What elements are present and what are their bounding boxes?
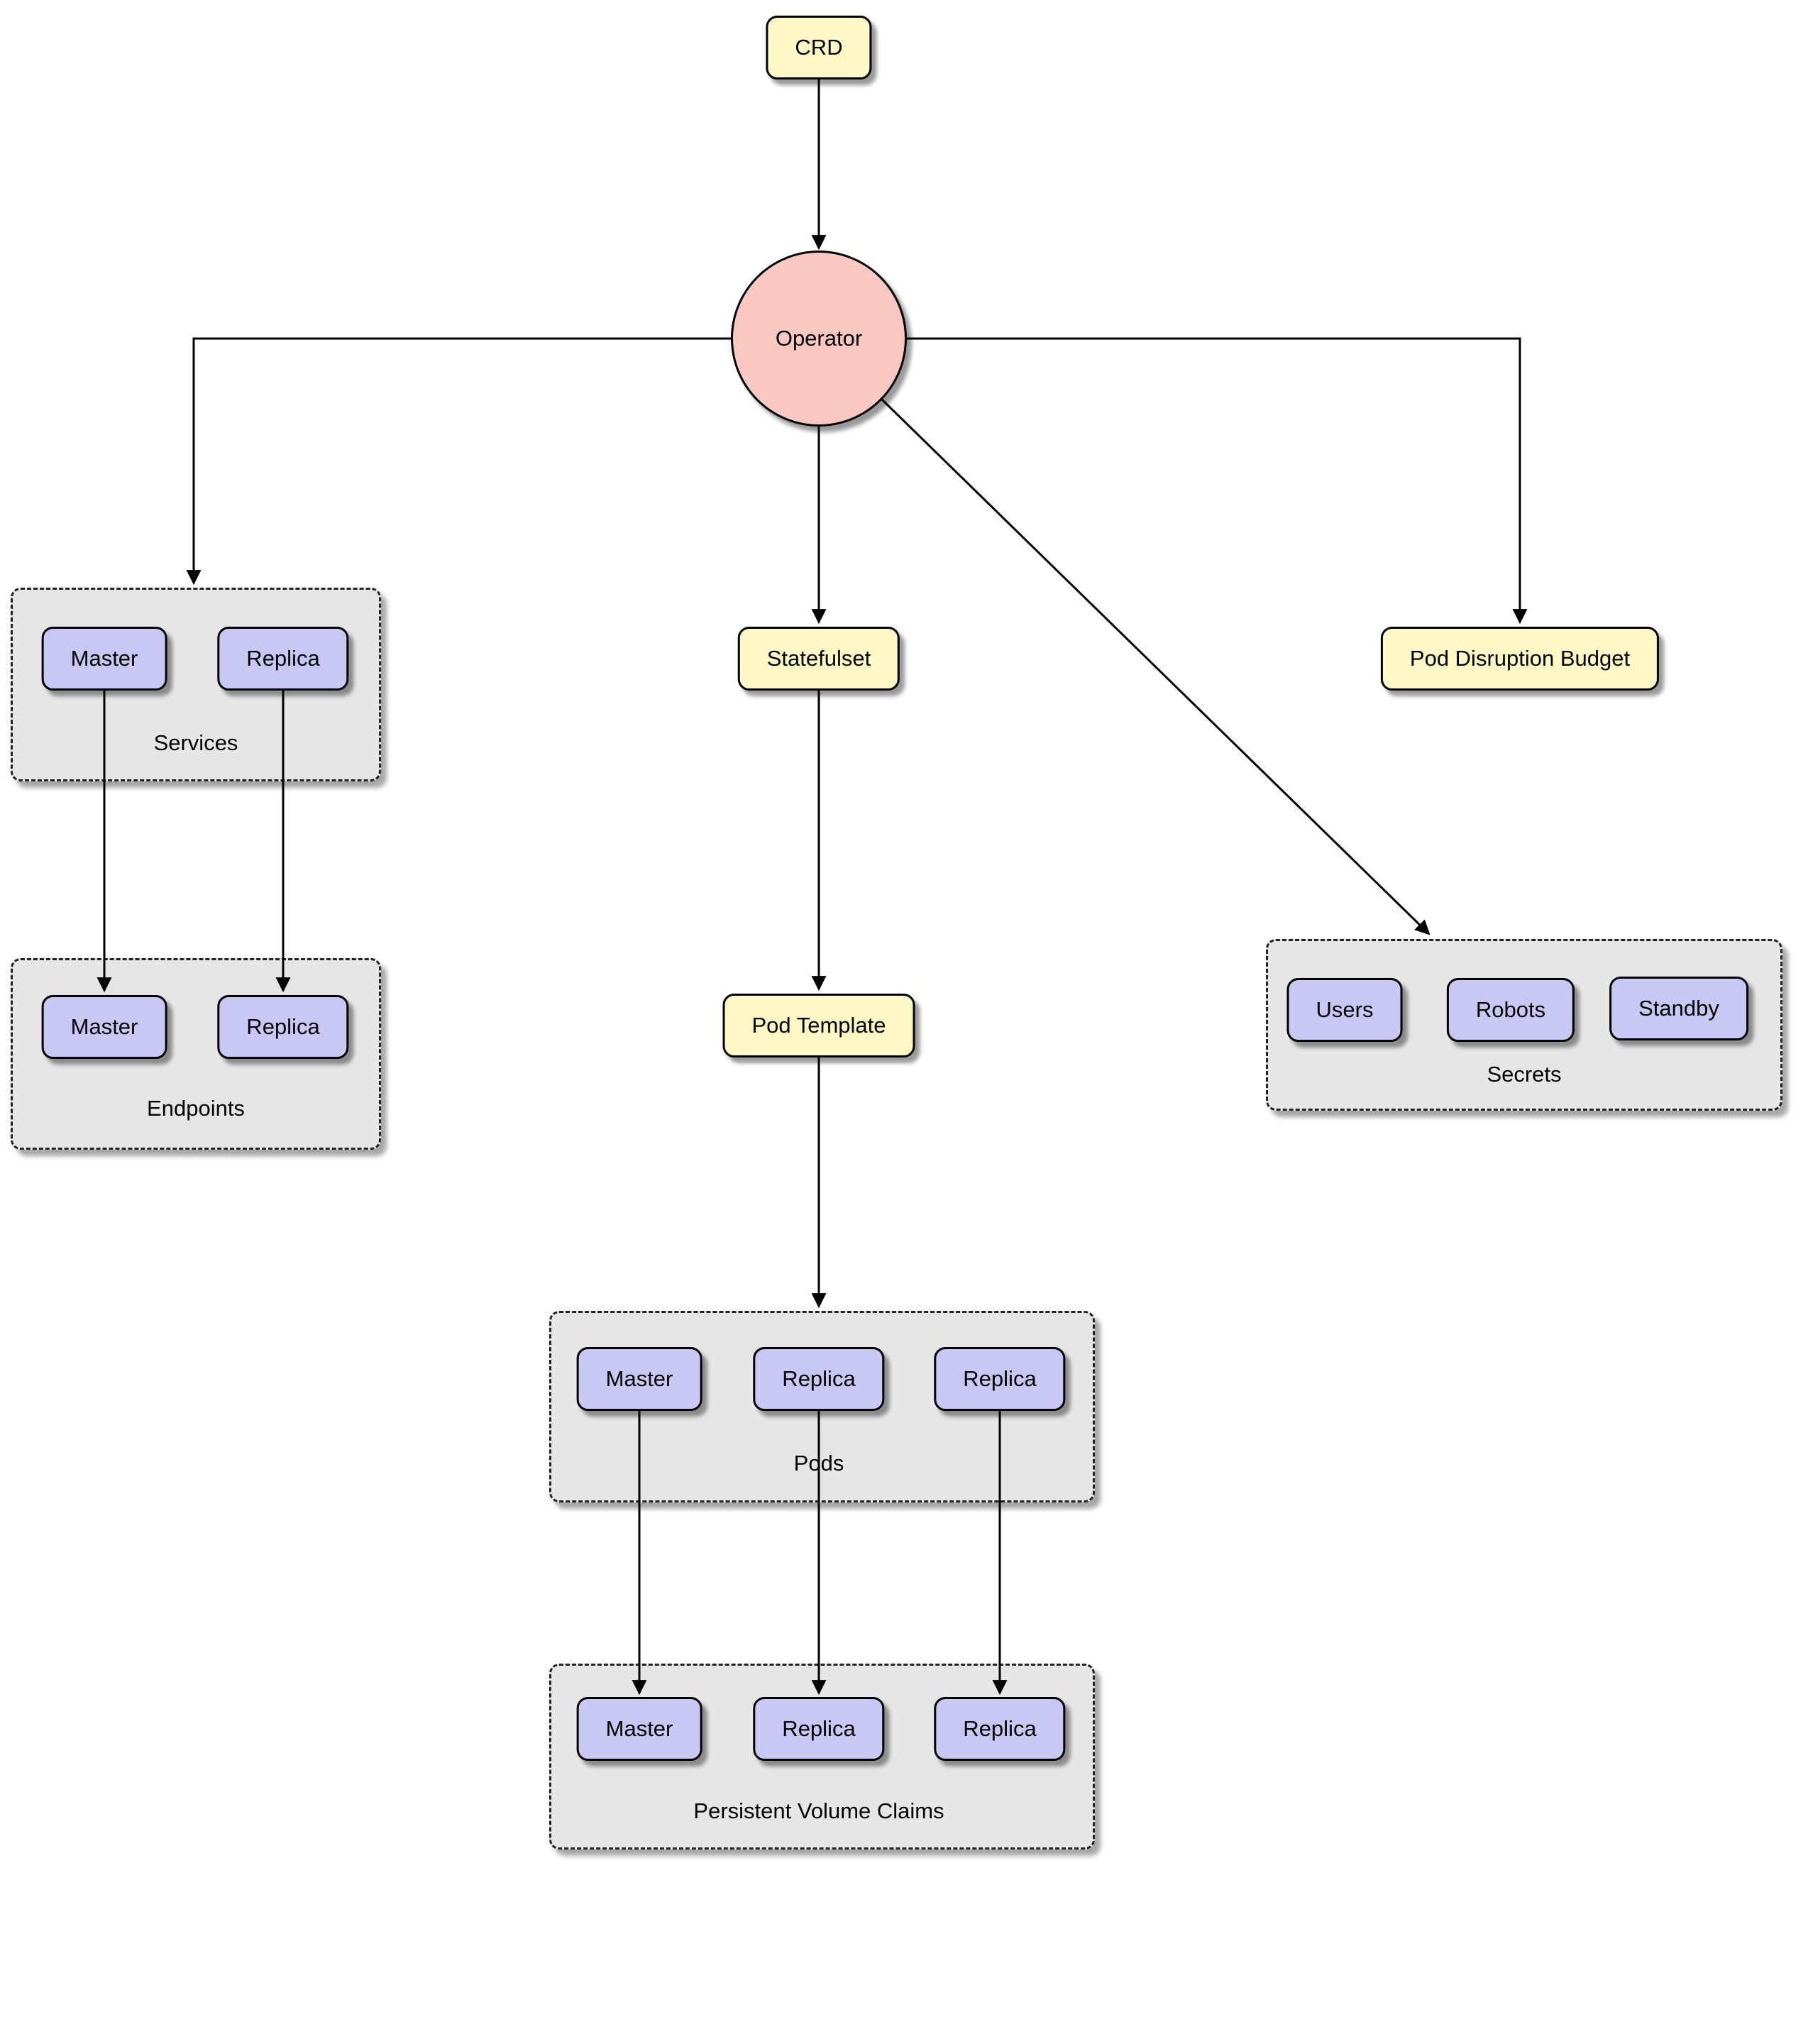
services-group-label: Services xyxy=(153,730,238,755)
statefulset-node: Statefulset xyxy=(737,627,900,691)
pods-master-node: Master xyxy=(576,1347,702,1411)
pod-disruption-budget-node: Pod Disruption Budget xyxy=(1380,627,1660,691)
pod-template-node: Pod Template xyxy=(722,994,915,1057)
operator-node: Operator xyxy=(731,251,907,427)
crd-node: CRD xyxy=(766,16,872,79)
secrets-robots-node: Robots xyxy=(1446,978,1575,1042)
endpoints-group-label: Endpoints xyxy=(147,1096,245,1121)
services-master-node: Master xyxy=(41,627,167,691)
edge-operator-to-services xyxy=(186,337,731,586)
pods-replica-b-node: Replica xyxy=(934,1347,1066,1411)
endpoints-replica-node: Replica xyxy=(217,995,349,1059)
pods-group-label: Pods xyxy=(793,1451,844,1476)
secrets-group-label: Secrets xyxy=(1487,1062,1562,1087)
pvc-replica-a-node: Replica xyxy=(753,1697,885,1761)
edge-operator-to-pdb xyxy=(907,337,1528,625)
pods-replica-a-node: Replica xyxy=(753,1347,885,1411)
secrets-standby-node: Standby xyxy=(1609,977,1748,1040)
persistent-volume-claims-group-label: Persistent Volume Claims xyxy=(693,1798,944,1823)
pvc-master-node: Master xyxy=(576,1697,702,1761)
services-replica-node: Replica xyxy=(217,627,349,691)
endpoints-master-node: Master xyxy=(41,995,167,1059)
secrets-users-node: Users xyxy=(1286,978,1403,1042)
edge-operator-to-secrets xyxy=(881,398,1431,935)
pvc-replica-b-node: Replica xyxy=(934,1697,1066,1761)
